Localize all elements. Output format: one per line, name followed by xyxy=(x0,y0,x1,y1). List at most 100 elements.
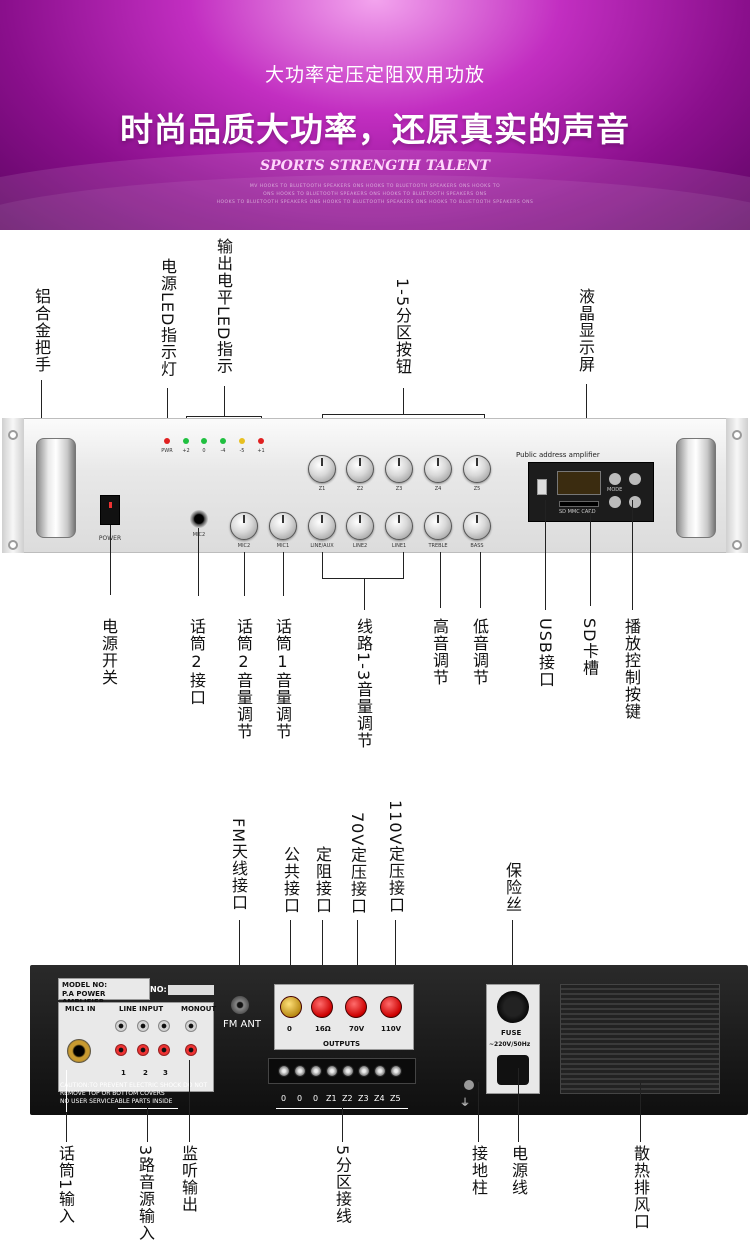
post-label: 110V xyxy=(381,1025,402,1033)
caution-text: CAUTION:TO PREVENT ELECTRIC SHOCK DO NOT xyxy=(60,1082,208,1089)
leader-line xyxy=(590,510,591,606)
usb-port[interactable] xyxy=(537,479,547,495)
line1-volume-knob[interactable] xyxy=(385,512,413,540)
zone-term-label: 0 xyxy=(297,1094,303,1103)
level-led xyxy=(220,438,226,444)
zone-label: Z2 xyxy=(356,486,364,492)
rca-jack-white[interactable] xyxy=(185,1020,197,1032)
label-ground: 接地柱 xyxy=(469,1145,488,1196)
zone-label: Z5 xyxy=(473,486,481,492)
next-button[interactable] xyxy=(629,473,641,485)
leader-line xyxy=(66,1112,67,1142)
rca-jack-white[interactable] xyxy=(158,1020,170,1032)
mic2-volume-knob[interactable] xyxy=(230,512,258,540)
sd-slot[interactable] xyxy=(559,501,599,507)
line3-volume-knob[interactable] xyxy=(308,512,336,540)
leader-line xyxy=(342,1108,343,1142)
label-lcd: 液晶显示屏 xyxy=(576,288,595,373)
power-cord-socket[interactable] xyxy=(497,1055,529,1085)
rca-jack-white[interactable] xyxy=(137,1020,149,1032)
fm-antenna-jack[interactable] xyxy=(231,996,249,1014)
fuse-plate: FUSE ~220V/50Hz xyxy=(486,984,540,1094)
banner-wave xyxy=(0,150,750,230)
zone-2-button[interactable] xyxy=(346,455,374,483)
fuse-holder[interactable] xyxy=(497,991,529,1023)
level-led xyxy=(201,438,207,444)
ground-post[interactable] xyxy=(464,1080,474,1090)
rca-jack-red[interactable] xyxy=(185,1044,197,1056)
leader-line xyxy=(395,920,396,976)
leader-line xyxy=(545,500,546,610)
rca-jack-red[interactable] xyxy=(158,1044,170,1056)
bass-knob[interactable] xyxy=(463,512,491,540)
prev-button[interactable] xyxy=(609,473,621,485)
zone-terminal[interactable] xyxy=(326,1065,338,1077)
mic2-jack[interactable] xyxy=(190,510,208,528)
leader-line xyxy=(364,578,365,610)
caution-text: NO USER SERVICEABLE PARTS INSIDE xyxy=(60,1098,173,1105)
label-usb: USB接口 xyxy=(536,618,555,688)
model-plate: MODEL NO: P.A POWER AMPLIFIER xyxy=(58,978,150,1006)
banner-tiny-text: MV HOOKS TO BLUETOOTH SPEAKERS ONS HOOKS… xyxy=(249,184,501,189)
zone-terminal[interactable] xyxy=(374,1065,386,1077)
binding-post-70v[interactable] xyxy=(345,996,367,1018)
knob-label: LINE/AUX xyxy=(310,543,334,549)
leader-line xyxy=(322,920,323,976)
rack-hole xyxy=(732,430,742,440)
binding-post-common[interactable] xyxy=(280,996,302,1018)
mic1-volume-knob[interactable] xyxy=(269,512,297,540)
label-mic2-jack: 话筒2接口 xyxy=(187,618,206,706)
rack-hole xyxy=(732,540,742,550)
label-common: 公共接口 xyxy=(281,846,300,914)
no-label: NO: xyxy=(150,985,167,994)
sd-card-label: SD MMC CARD xyxy=(559,509,596,515)
aluminum-handle-right[interactable] xyxy=(676,438,716,538)
zone-terminal[interactable] xyxy=(358,1065,370,1077)
power-led xyxy=(164,438,170,444)
zone-label: Z4 xyxy=(434,486,442,492)
ground-symbol-icon: ⏚ xyxy=(460,1098,470,1109)
leader-line xyxy=(189,1060,190,1142)
serial-sticker xyxy=(168,985,214,995)
zone-terminal[interactable] xyxy=(342,1065,354,1077)
treble-knob[interactable] xyxy=(424,512,452,540)
binding-post-16ohm[interactable] xyxy=(311,996,333,1018)
zone-terminal[interactable] xyxy=(278,1065,290,1077)
zone-terminal[interactable] xyxy=(294,1065,306,1077)
leader-line xyxy=(478,1082,479,1142)
play-button[interactable] xyxy=(629,496,641,508)
label-mic1-input: 话筒1输入 xyxy=(56,1145,75,1225)
zone-5-button[interactable] xyxy=(463,455,491,483)
knob-label: BASS xyxy=(470,543,484,549)
power-switch[interactable] xyxy=(100,495,120,525)
zone-terminal[interactable] xyxy=(310,1065,322,1077)
model-no: MODEL NO: xyxy=(62,981,108,989)
pa-title: Public address amplifier xyxy=(516,451,600,459)
label-three-inputs: 3路音源输入 xyxy=(136,1145,155,1242)
rca-jack-red[interactable] xyxy=(137,1044,149,1056)
zone-label: Z1 xyxy=(318,486,326,492)
zone-terminal[interactable] xyxy=(390,1065,402,1077)
binding-post-110v[interactable] xyxy=(380,996,402,1018)
mode-button[interactable] xyxy=(609,496,621,508)
vent-grille xyxy=(560,984,720,1094)
fuse-label: FUSE xyxy=(501,1029,522,1037)
mode-label: MODE xyxy=(607,487,623,493)
leader-line xyxy=(118,1108,178,1109)
knob-label: LINE2 xyxy=(352,543,368,549)
rack-hole xyxy=(8,430,18,440)
line2-volume-knob[interactable] xyxy=(346,512,374,540)
mic1-input-jack[interactable] xyxy=(67,1039,91,1063)
zone-4-button[interactable] xyxy=(424,455,452,483)
leader-line xyxy=(110,525,111,595)
rca-jack-red[interactable] xyxy=(115,1044,127,1056)
rack-ear-right xyxy=(726,418,748,553)
led-label: -5 xyxy=(239,448,245,454)
label-mic2-volume: 话筒2音量调节 xyxy=(234,618,253,740)
aluminum-handle-left[interactable] xyxy=(36,438,76,538)
banner-title: 时尚品质大功率，还原真实的声音 xyxy=(120,110,630,149)
zone-1-button[interactable] xyxy=(308,455,336,483)
rca-jack-white[interactable] xyxy=(115,1020,127,1032)
zone-3-button[interactable] xyxy=(385,455,413,483)
leader-line xyxy=(147,1108,148,1142)
